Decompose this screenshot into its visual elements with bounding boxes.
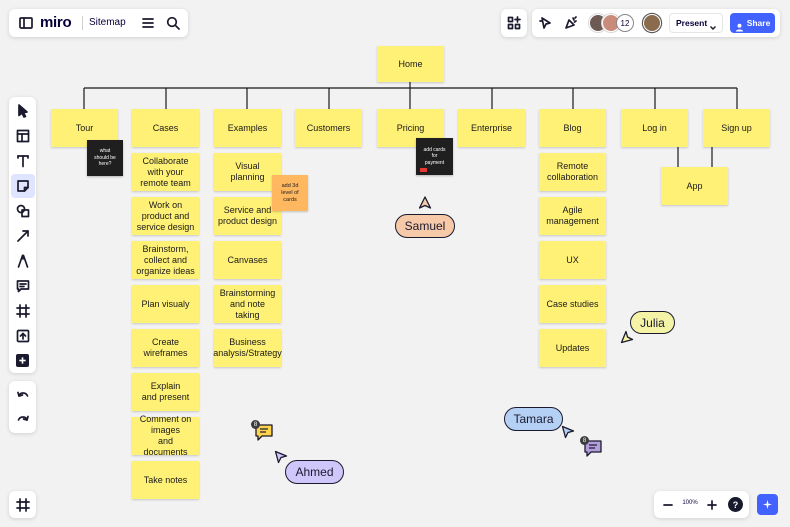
sticky-cases-item[interactable]: Plan visualy	[132, 285, 199, 323]
templates-icon[interactable]	[11, 124, 35, 148]
plus-icon	[19, 357, 26, 364]
sparkle-icon	[762, 499, 773, 510]
sticky-blog-item[interactable]: Case studies	[539, 285, 606, 323]
sticky-log-in[interactable]: Log in	[621, 109, 688, 147]
undo-icon[interactable]	[11, 383, 35, 407]
sticky-blog-item[interactable]: Updates	[539, 329, 606, 367]
shapes-icon[interactable]	[11, 199, 35, 223]
sticky-examples-item[interactable]: Business analysis/Strategy	[213, 329, 282, 367]
cursor-label-julia: Julia	[630, 311, 675, 334]
comment-icon[interactable]	[11, 274, 35, 298]
sticky-enterprise[interactable]: Enterprise	[458, 109, 525, 147]
help-button[interactable]: ?	[728, 497, 743, 512]
note-tour-question[interactable]: what should be here?	[87, 140, 123, 176]
sticky-cases-item[interactable]: Create wireframes	[132, 329, 199, 367]
sticky-examples-item[interactable]: Service and product design	[214, 197, 281, 235]
celebrate-icon[interactable]	[559, 11, 583, 35]
sticky-cases-item[interactable]: Take notes	[132, 461, 199, 499]
sticky-blog-item[interactable]: Agile management	[539, 197, 606, 235]
zoom-out-icon[interactable]	[656, 493, 680, 517]
pen-icon[interactable]	[11, 249, 35, 273]
connection-line-icon[interactable]	[11, 224, 35, 248]
avatar-current-user[interactable]	[643, 14, 661, 32]
apps-grid-icon[interactable]	[502, 11, 526, 35]
sticky-app[interactable]: App	[661, 167, 728, 205]
note-examples-level[interactable]: add 3d level of cards	[272, 175, 308, 211]
upload-icon[interactable]	[11, 324, 35, 348]
share-button[interactable]: Share	[730, 13, 775, 33]
sticky-examples-item[interactable]: Canvases	[214, 241, 281, 279]
sticky-note-icon	[11, 174, 35, 198]
collaborator-count-badge[interactable]: 12	[616, 14, 634, 32]
chevron-down-icon[interactable]	[709, 19, 717, 30]
sticky-customers[interactable]: Customers	[295, 109, 362, 147]
zoom-in-icon[interactable]	[700, 493, 724, 517]
sticky-blog-item[interactable]: UX	[539, 241, 606, 279]
sticky-cases-item[interactable]: Collaborate with your remote team	[132, 153, 199, 191]
collaboration-panel: 12 Present Share	[532, 9, 780, 37]
sticky-note-tool-active[interactable]	[11, 174, 35, 198]
cursor-label-ahmed: Ahmed	[285, 460, 344, 484]
sticky-cases-item[interactable]: Comment on images and documents	[132, 414, 199, 457]
sticky-cases-item[interactable]: Brainstorm, collect and organize ideas	[132, 241, 199, 279]
sticky-examples-item[interactable]: Brainstorming and note taking	[214, 285, 281, 323]
cursor-label-samuel: Samuel	[395, 214, 455, 238]
board-title[interactable]: Sitemap	[89, 17, 126, 28]
redo-icon[interactable]	[11, 407, 35, 431]
comment-badge: 8	[251, 420, 260, 429]
more-tools-button[interactable]	[16, 354, 29, 367]
cursor-tamara-arrow-icon	[561, 425, 575, 439]
zoom-level[interactable]: 100%	[682, 500, 698, 506]
note-pricing-red-marker	[420, 168, 427, 172]
sticky-home[interactable]: Home	[377, 46, 444, 82]
history-toolbar	[9, 381, 36, 433]
cursor-label-tamara: Tamara	[504, 407, 563, 431]
user-icon	[735, 19, 744, 32]
frame-icon[interactable]	[11, 299, 35, 323]
sticky-examples-item[interactable]: Visual planning	[214, 153, 281, 191]
zoom-panel: 100% ?	[654, 491, 749, 518]
present-label: Present	[676, 18, 708, 28]
search-icon[interactable]	[161, 11, 185, 35]
note-pricing-payment[interactable]: add cards for payment	[416, 138, 453, 175]
frames-list-icon[interactable]	[11, 493, 35, 517]
creation-toolbar	[9, 97, 36, 373]
comment-bubble-purple[interactable]: 8	[580, 436, 604, 458]
cursor-ahmed-arrow-icon	[274, 450, 288, 464]
comment-yellow-icon	[255, 424, 273, 441]
logo-divider	[82, 16, 83, 30]
comment-purple-icon	[584, 440, 602, 457]
share-label: Share	[746, 18, 771, 28]
sticky-cases[interactable]: Cases	[132, 109, 199, 147]
text-tool-icon[interactable]	[11, 149, 35, 173]
follow-cursor-icon[interactable]	[534, 11, 558, 35]
sticky-cases-item[interactable]: Explain and present	[132, 373, 199, 411]
cursor-samuel-arrow-icon	[418, 196, 432, 210]
comment-badge: 8	[580, 436, 589, 445]
sticky-blog[interactable]: Blog	[539, 109, 606, 147]
cursor-julia-arrow-icon	[620, 330, 634, 344]
note-pricing-text: add cards for payment	[423, 146, 446, 166]
frames-panel	[9, 491, 36, 518]
board-header: miro Sitemap	[9, 9, 188, 37]
hamburger-menu-icon[interactable]	[136, 11, 160, 35]
sticky-cases-item[interactable]: Work on product and service design	[132, 197, 199, 235]
select-cursor-icon[interactable]	[11, 99, 35, 123]
comment-bubble-yellow[interactable]: 8	[251, 420, 275, 442]
sticky-examples[interactable]: Examples	[214, 109, 281, 147]
sticky-blog-item[interactable]: Remote collaboration	[539, 153, 606, 191]
sticky-sign-up[interactable]: Sign up	[703, 109, 770, 147]
miro-logo[interactable]: miro	[40, 14, 72, 31]
ai-assist-button[interactable]	[757, 494, 778, 515]
apps-panel	[501, 9, 527, 37]
board-menu-icon[interactable]	[14, 11, 38, 35]
present-button[interactable]: Present	[669, 13, 723, 33]
